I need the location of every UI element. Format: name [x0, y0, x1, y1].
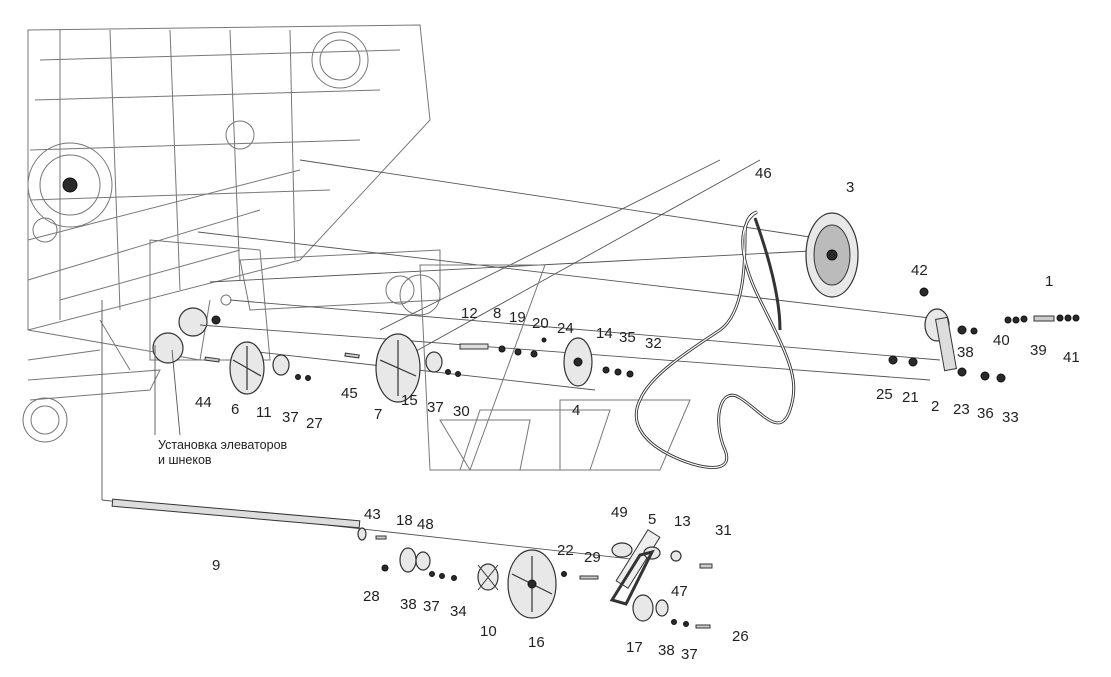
callout-37-b: 37 [427, 399, 444, 416]
callout-26: 26 [732, 628, 749, 645]
callout-42: 42 [911, 262, 928, 279]
callout-43: 43 [364, 506, 381, 523]
callout-18: 18 [396, 512, 413, 529]
callout-25: 25 [876, 386, 893, 403]
callout-24: 24 [557, 320, 574, 337]
caption-line-1: Установка элеваторов [158, 438, 288, 452]
callout-11: 11 [256, 404, 272, 421]
callout-40: 40 [993, 332, 1010, 349]
callout-28: 28 [363, 588, 380, 605]
callout-21: 21 [902, 389, 919, 406]
callout-35: 35 [619, 329, 636, 346]
callout-33: 33 [1002, 409, 1019, 426]
callout-27: 27 [306, 415, 323, 432]
callout-9: 9 [212, 557, 220, 574]
callout-6: 6 [231, 401, 239, 418]
callout-2: 2 [931, 398, 939, 415]
callout-13: 13 [674, 513, 691, 530]
callout-37-a: 37 [282, 409, 299, 426]
callout-17: 17 [626, 639, 643, 656]
callout-23: 23 [953, 401, 970, 418]
callout-39: 39 [1030, 342, 1047, 359]
callout-10: 10 [480, 623, 497, 640]
callout-12: 12 [461, 305, 478, 322]
callout-3: 3 [846, 179, 854, 196]
callout-14: 14 [596, 325, 613, 342]
lower-parts [111, 498, 713, 629]
callout-22: 22 [557, 542, 574, 559]
callout-15: 15 [401, 392, 418, 409]
callout-37-d: 37 [681, 646, 698, 663]
assembly-caption: Установка элеваторов и шнеков [158, 438, 287, 468]
callout-29: 29 [584, 549, 601, 566]
callout-38-b: 38 [400, 596, 417, 613]
callout-31: 31 [715, 522, 732, 539]
watermark-outline [419, 264, 691, 471]
callout-1: 1 [1045, 273, 1053, 290]
callout-34: 34 [450, 603, 467, 620]
callout-37-c: 37 [423, 598, 440, 615]
callout-7: 7 [374, 406, 382, 423]
callout-38-a: 38 [957, 344, 974, 361]
callout-5: 5 [648, 511, 656, 528]
callout-32: 32 [645, 335, 662, 352]
callout-46: 46 [755, 165, 772, 182]
callout-8: 8 [493, 305, 501, 322]
callout-16: 16 [528, 634, 545, 651]
callout-45: 45 [341, 385, 358, 402]
shaft-9 [111, 498, 361, 529]
callout-19: 19 [509, 309, 526, 326]
callout-44: 44 [195, 394, 212, 411]
callout-41: 41 [1063, 349, 1080, 366]
drive-belt [634, 210, 796, 469]
callout-4: 4 [572, 402, 580, 419]
callout-labels: 1 2 3 4 5 6 7 8 9 10 11 12 13 14 15 16 1… [195, 165, 1080, 663]
callout-38-c: 38 [658, 642, 675, 659]
callout-49: 49 [611, 504, 628, 521]
callout-20: 20 [532, 315, 549, 332]
callout-36: 36 [977, 405, 994, 422]
callout-30: 30 [453, 403, 470, 420]
callout-47: 47 [671, 583, 688, 600]
caption-line-2: и шнеков [158, 453, 212, 467]
callout-48: 48 [417, 516, 434, 533]
upper-parts [204, 212, 1080, 403]
